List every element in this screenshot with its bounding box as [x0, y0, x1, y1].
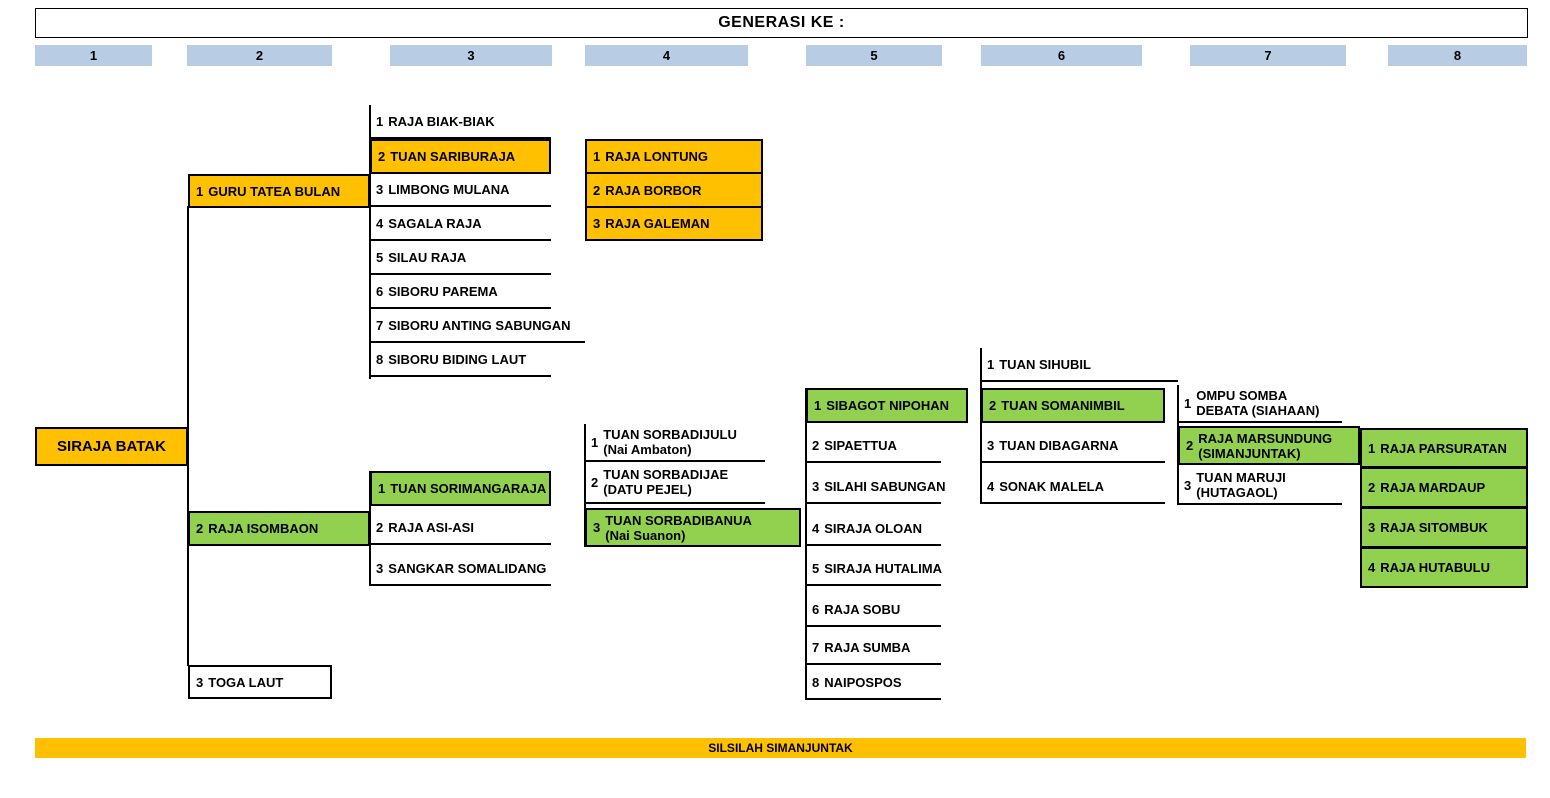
- footer-title: SILSILAH SIMANJUNTAK: [35, 738, 1526, 758]
- node-tuan-maruji-hutagaol: 3 TUAN MARUJI(HUTAGAOL): [1178, 467, 1342, 505]
- generation-label-1: 1: [35, 45, 152, 66]
- generation-label-2: 2: [187, 45, 332, 66]
- generation-label-3: 3: [390, 45, 552, 66]
- node-raja-marsundung-simanjuntak: 2 RAJA MARSUNDUNG(SIMANJUNTAK): [1178, 426, 1360, 465]
- node-tuan-sorbadijulu: 1 TUAN SORBADIJULU(Nai Ambaton): [585, 424, 765, 462]
- generation-label-4: 4: [585, 45, 748, 66]
- generation-label-7: 7: [1190, 45, 1346, 66]
- generation-label-5: 5: [806, 45, 942, 66]
- connector-line-sorimangaraja-children: [584, 424, 586, 547]
- generation-label-8: 8: [1388, 45, 1527, 66]
- connector-line-guru-tatea-bulan-children: [369, 105, 371, 379]
- connector-line-raja-isombaon-children: [369, 471, 371, 586]
- connector-line-sibagot-nipohan-children: [980, 348, 982, 504]
- node-tuan-sorbadijae: 2 TUAN SORBADIJAE(DATU PEJEL): [585, 462, 765, 504]
- generation-label-6: 6: [981, 45, 1142, 66]
- connector-line-gen2: [187, 206, 189, 666]
- generation-header-title: GENERASI KE :: [35, 8, 1528, 38]
- node-tuan-sorbadibanua: 3 TUAN SORBADIBANUA(Nai Suanon): [585, 508, 801, 547]
- node-siraja-batak: SIRAJA BATAK: [35, 427, 188, 466]
